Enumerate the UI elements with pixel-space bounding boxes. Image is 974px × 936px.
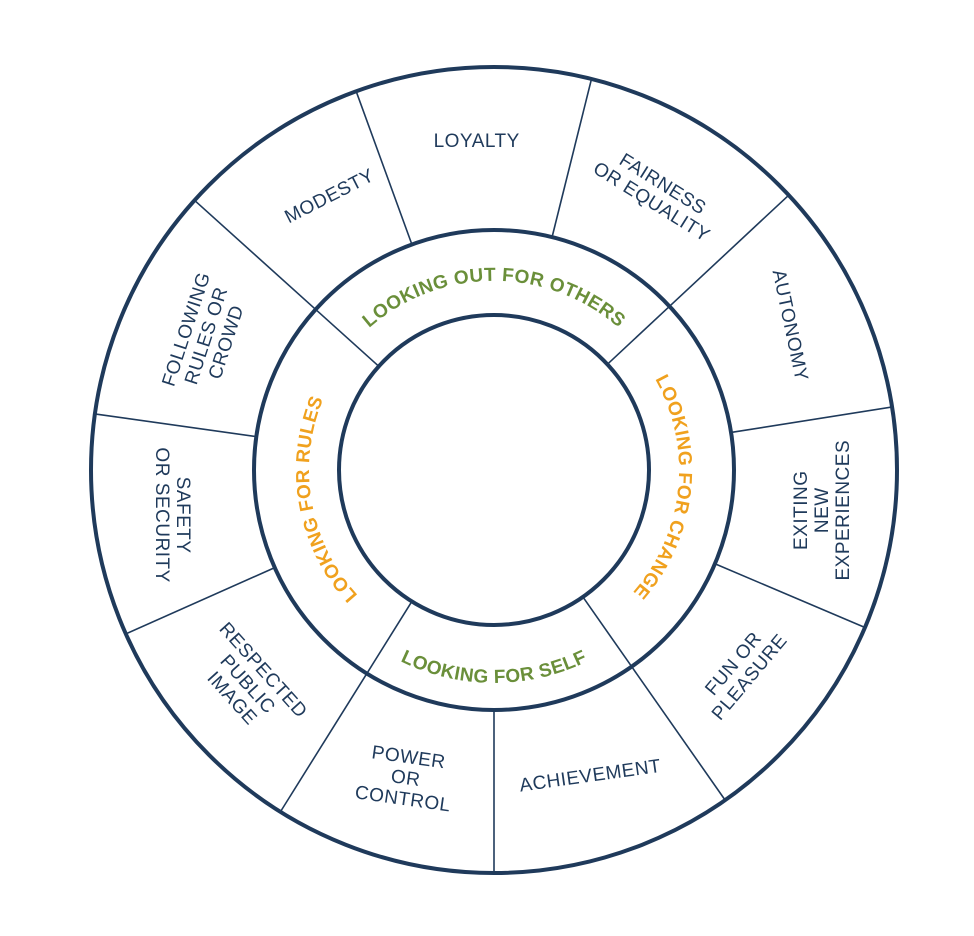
segment-safety: SAFETYOR SECURITY: [151, 447, 193, 582]
outer-divider: [631, 666, 726, 801]
segment-autonomy: AUTONOMY: [768, 268, 812, 383]
outer-divider: [94, 413, 257, 438]
outer-divider: [668, 194, 790, 307]
section-rules-text: LOOKING FOR RULES: [293, 393, 361, 606]
section-others-label: LOOKING OUT FOR OTHERS: [359, 265, 629, 332]
segment-modesty: MODESTY: [281, 165, 377, 228]
section-change-text: LOOKING FOR CHANGE: [629, 371, 695, 602]
section-self-text: LOOKING FOR SELF: [398, 647, 590, 688]
segment-image: RESPECTEDPUBLICIMAGE: [183, 619, 311, 751]
inner-divider: [366, 601, 413, 674]
section-others-text: LOOKING OUT FOR OTHERS: [359, 265, 629, 332]
inner-ring: [337, 313, 651, 627]
middle-ring: [252, 228, 736, 712]
segment-safety-line: SAFETY: [172, 477, 193, 554]
outer-divider: [714, 563, 866, 629]
outer-divider: [279, 673, 368, 813]
segment-safety-line: OR SECURITY: [151, 447, 172, 582]
segment-power-line: OR: [390, 766, 422, 791]
inner-divider: [606, 305, 671, 365]
segment-modesty-line: MODESTY: [281, 165, 377, 228]
segment-experiences: EXITINGNEWEXPERIENCES: [791, 440, 854, 581]
segment-autonomy-line: AUTONOMY: [768, 268, 812, 383]
outer-divider: [730, 406, 893, 434]
segment-achievement-line: ACHIEVEMENT: [518, 756, 662, 797]
section-rules-label: LOOKING FOR RULES: [293, 393, 362, 606]
inner-divider: [315, 308, 380, 367]
segment-achievement: ACHIEVEMENT: [518, 756, 662, 797]
segment-fairness: FAIRNESSOR EQUALITY: [589, 140, 724, 246]
outer-divider: [551, 78, 593, 238]
segment-loyalty: LOYALTY: [434, 131, 520, 152]
segment-rules-crowd: FOLLOWINGRULES ORCROWD: [158, 270, 255, 402]
segment-loyalty-line: LOYALTY: [434, 131, 520, 152]
segment-experiences-line: EXITING: [791, 470, 812, 550]
wheel-dividers: [94, 78, 893, 873]
outer-divider: [355, 91, 413, 245]
section-self-label: LOOKING FOR SELF: [398, 647, 590, 688]
segment-fun: FUN ORPLEASURE: [692, 617, 792, 725]
segment-experiences-line: NEW: [812, 487, 833, 533]
segment-power: POWERORCONTROL: [354, 741, 458, 817]
section-change-label: LOOKING FOR CHANGE: [629, 371, 695, 602]
segment-experiences-line: EXPERIENCES: [833, 440, 854, 581]
outer-ring-labels: LOYALTY FAIRNESSOR EQUALITY AUTONOMY EXITIN…: [151, 131, 854, 816]
inner-divider: [582, 596, 633, 668]
outer-divider: [125, 566, 276, 635]
outer-divider: [193, 199, 317, 311]
